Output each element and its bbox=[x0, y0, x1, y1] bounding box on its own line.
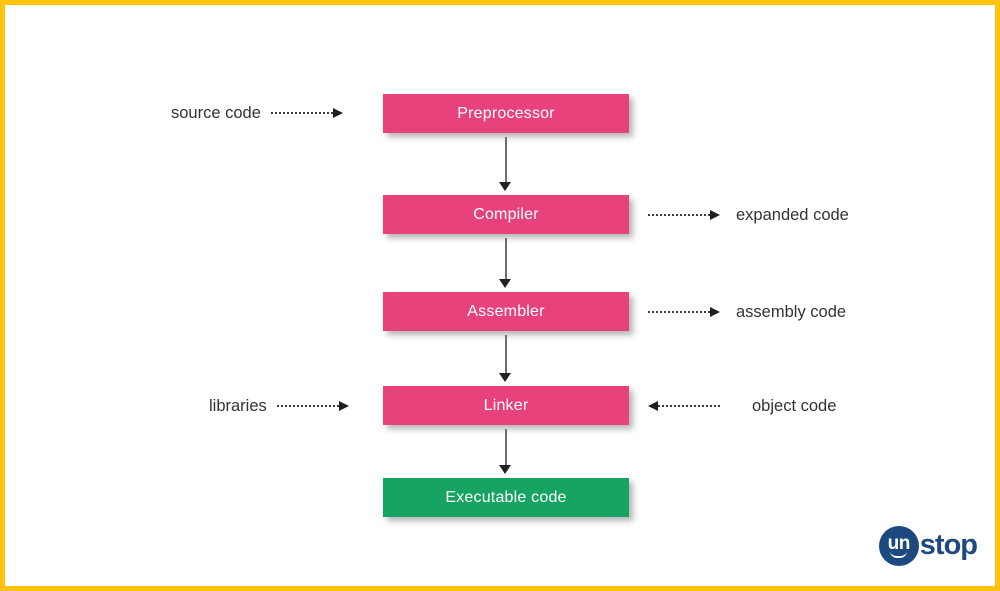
dotted-arrow-right-icon bbox=[276, 401, 349, 411]
side-row-assembly-code: assembly code bbox=[648, 300, 846, 324]
arrow-line bbox=[504, 335, 507, 375]
dotted-arrow-right-icon bbox=[648, 210, 720, 220]
dotted-line bbox=[270, 112, 333, 114]
logo-rest-text: stop bbox=[919, 528, 978, 561]
arrowhead-right-icon bbox=[710, 307, 720, 317]
arrow-down-compiler-to-assembler bbox=[499, 238, 512, 288]
arrow-down-linker-to-executable bbox=[499, 429, 512, 474]
logo-circle-text: un bbox=[887, 533, 911, 554]
flow-box-preprocessor: Preprocessor bbox=[383, 94, 629, 133]
flow-box-executable-code: Executable code bbox=[383, 478, 629, 517]
flow-box-label: Compiler bbox=[473, 205, 539, 223]
arrowhead-right-icon bbox=[710, 210, 720, 220]
arrowhead-left-icon bbox=[648, 401, 658, 411]
arrowhead-right-icon bbox=[338, 401, 349, 411]
logo-underline bbox=[889, 551, 907, 558]
arrow-down-assembler-to-linker bbox=[499, 335, 512, 382]
label-libraries: libraries bbox=[209, 396, 267, 415]
flow-box-label: Linker bbox=[483, 396, 529, 414]
arrow-line bbox=[504, 238, 507, 281]
dotted-line bbox=[276, 405, 339, 407]
dotted-arrow-right-icon bbox=[648, 307, 720, 317]
side-row-object-code: object code bbox=[648, 394, 836, 418]
arrow-down-preprocessor-to-compiler bbox=[499, 137, 512, 191]
label-assembly-code: assembly code bbox=[736, 302, 847, 321]
arrow-down-icon bbox=[499, 279, 511, 288]
dotted-line bbox=[648, 311, 710, 313]
flow-box-compiler: Compiler bbox=[383, 195, 629, 234]
flow-box-assembler: Assembler bbox=[383, 292, 629, 331]
arrow-down-icon bbox=[499, 182, 511, 191]
arrow-line bbox=[504, 137, 507, 184]
arrowhead-right-icon bbox=[332, 108, 343, 118]
flow-box-label: Preprocessor bbox=[457, 104, 555, 122]
dotted-line bbox=[658, 405, 720, 407]
arrow-line bbox=[504, 429, 507, 467]
arrow-down-icon bbox=[499, 373, 511, 382]
dotted-arrow-left-icon bbox=[648, 401, 720, 411]
side-row-expanded-code: expanded code bbox=[648, 203, 849, 227]
side-row-libraries: libraries bbox=[209, 394, 349, 418]
label-source-code: source code bbox=[171, 103, 261, 122]
label-expanded-code: expanded code bbox=[736, 205, 849, 224]
side-row-source-code: source code bbox=[171, 101, 343, 125]
unstop-logo: un stop bbox=[878, 526, 978, 566]
label-object-code: object code bbox=[752, 396, 837, 415]
unstop-logo-circle-icon: un bbox=[878, 526, 919, 566]
flow-box-linker: Linker bbox=[383, 386, 629, 425]
flow-box-label: Executable code bbox=[445, 488, 567, 506]
flow-box-label: Assembler bbox=[467, 302, 545, 320]
arrow-down-icon bbox=[499, 465, 511, 474]
dotted-line bbox=[648, 214, 710, 216]
dotted-arrow-right-icon bbox=[270, 108, 343, 118]
